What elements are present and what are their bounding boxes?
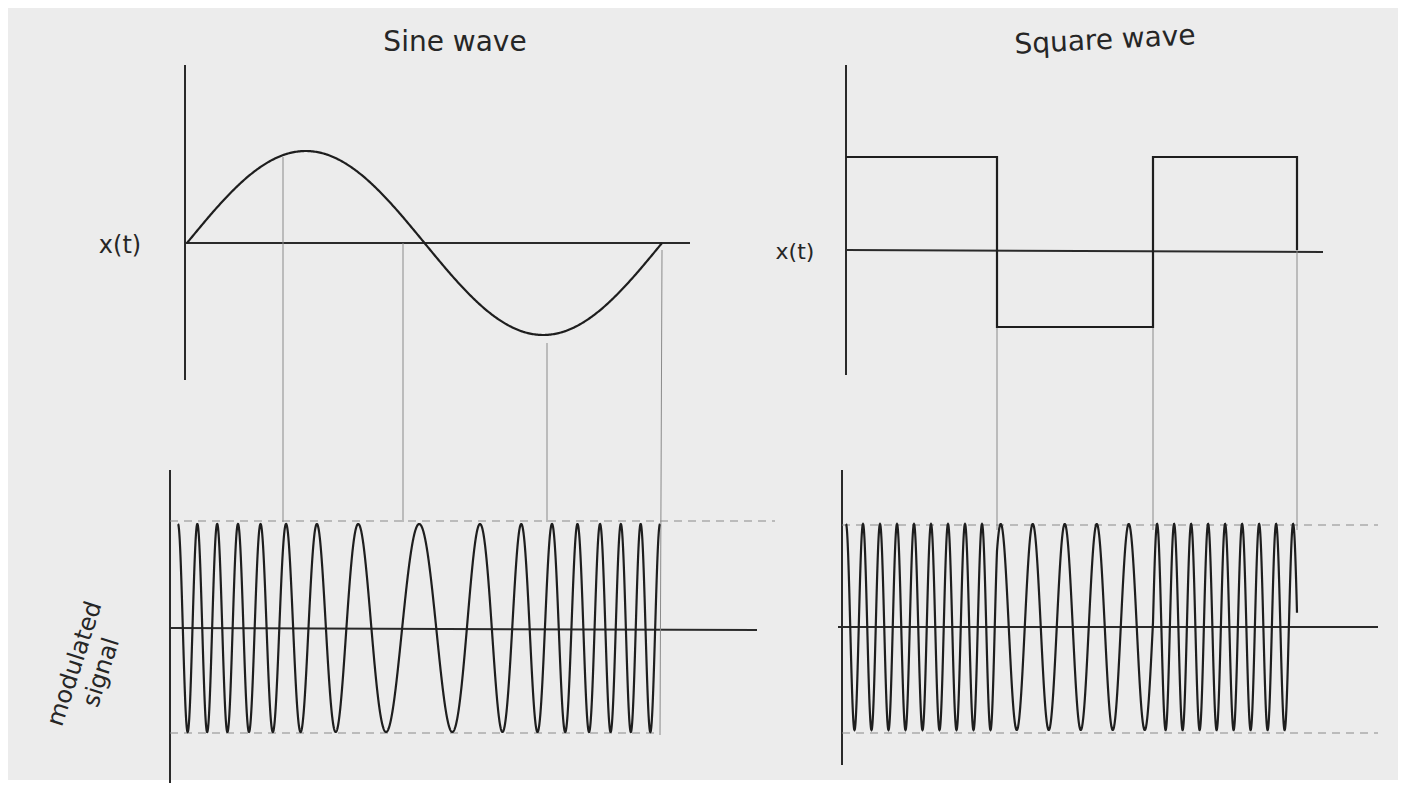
amplitude-guide [170, 733, 660, 734]
guide-line [1153, 327, 1154, 530]
guide-lines [170, 157, 1378, 735]
amplitude-guide [842, 525, 1378, 526]
signal-name: x(t) [776, 239, 815, 264]
sine-message [187, 151, 662, 335]
waveforms [178, 151, 1297, 732]
axis-line [845, 65, 847, 375]
amplitude-guide [842, 733, 1378, 734]
panel-heading: Sine wave [383, 26, 526, 58]
amplitude-guide [170, 521, 775, 522]
axis-line [185, 242, 690, 244]
square-fm-signal [846, 524, 1297, 730]
axis-line [184, 65, 186, 380]
guide-line [660, 250, 662, 735]
guide-line [403, 243, 404, 522]
sine-fm-signal [178, 524, 660, 732]
axis-line [846, 250, 1323, 252]
axes [170, 65, 1378, 783]
axis-line [170, 628, 757, 630]
guide-line [547, 343, 548, 522]
axis-line [841, 470, 843, 765]
axis-line [169, 470, 171, 783]
paper-ground [8, 8, 1398, 780]
guide-line [283, 157, 284, 522]
square-message [846, 157, 1297, 327]
signal-name: x(t) [99, 232, 141, 260]
guide-line [1297, 250, 1298, 530]
